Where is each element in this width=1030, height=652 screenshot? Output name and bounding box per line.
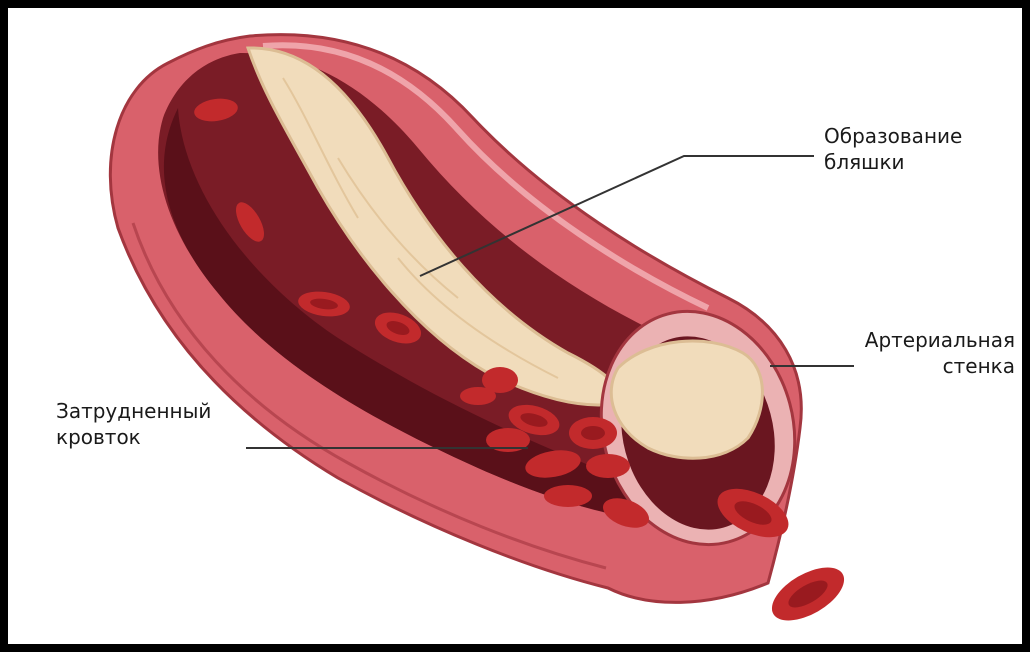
impaired-flow-label: Затрудненный кровток [56, 398, 211, 450]
artery-illustration [8, 8, 1022, 644]
plaque-formation-label: Образование бляшки [824, 123, 962, 175]
arterial-wall-line-1: Артериальная [833, 327, 1015, 353]
arterial-wall-line-2: стенка [833, 353, 1015, 379]
plaque-formation-line-2: бляшки [824, 149, 962, 175]
blood-cell [460, 387, 496, 405]
blood-cell [544, 485, 592, 507]
blood-cell [586, 454, 630, 478]
impaired-flow-line-2: кровток [56, 424, 211, 450]
impaired-flow-line-1: Затрудненный [56, 398, 211, 424]
diagram-canvas: Образование бляшки Артериальная стенка З… [8, 8, 1022, 644]
arterial-wall-label: Артериальная стенка [833, 327, 1015, 379]
plaque-formation-line-1: Образование [824, 123, 962, 149]
blood-cell-center [581, 426, 605, 440]
